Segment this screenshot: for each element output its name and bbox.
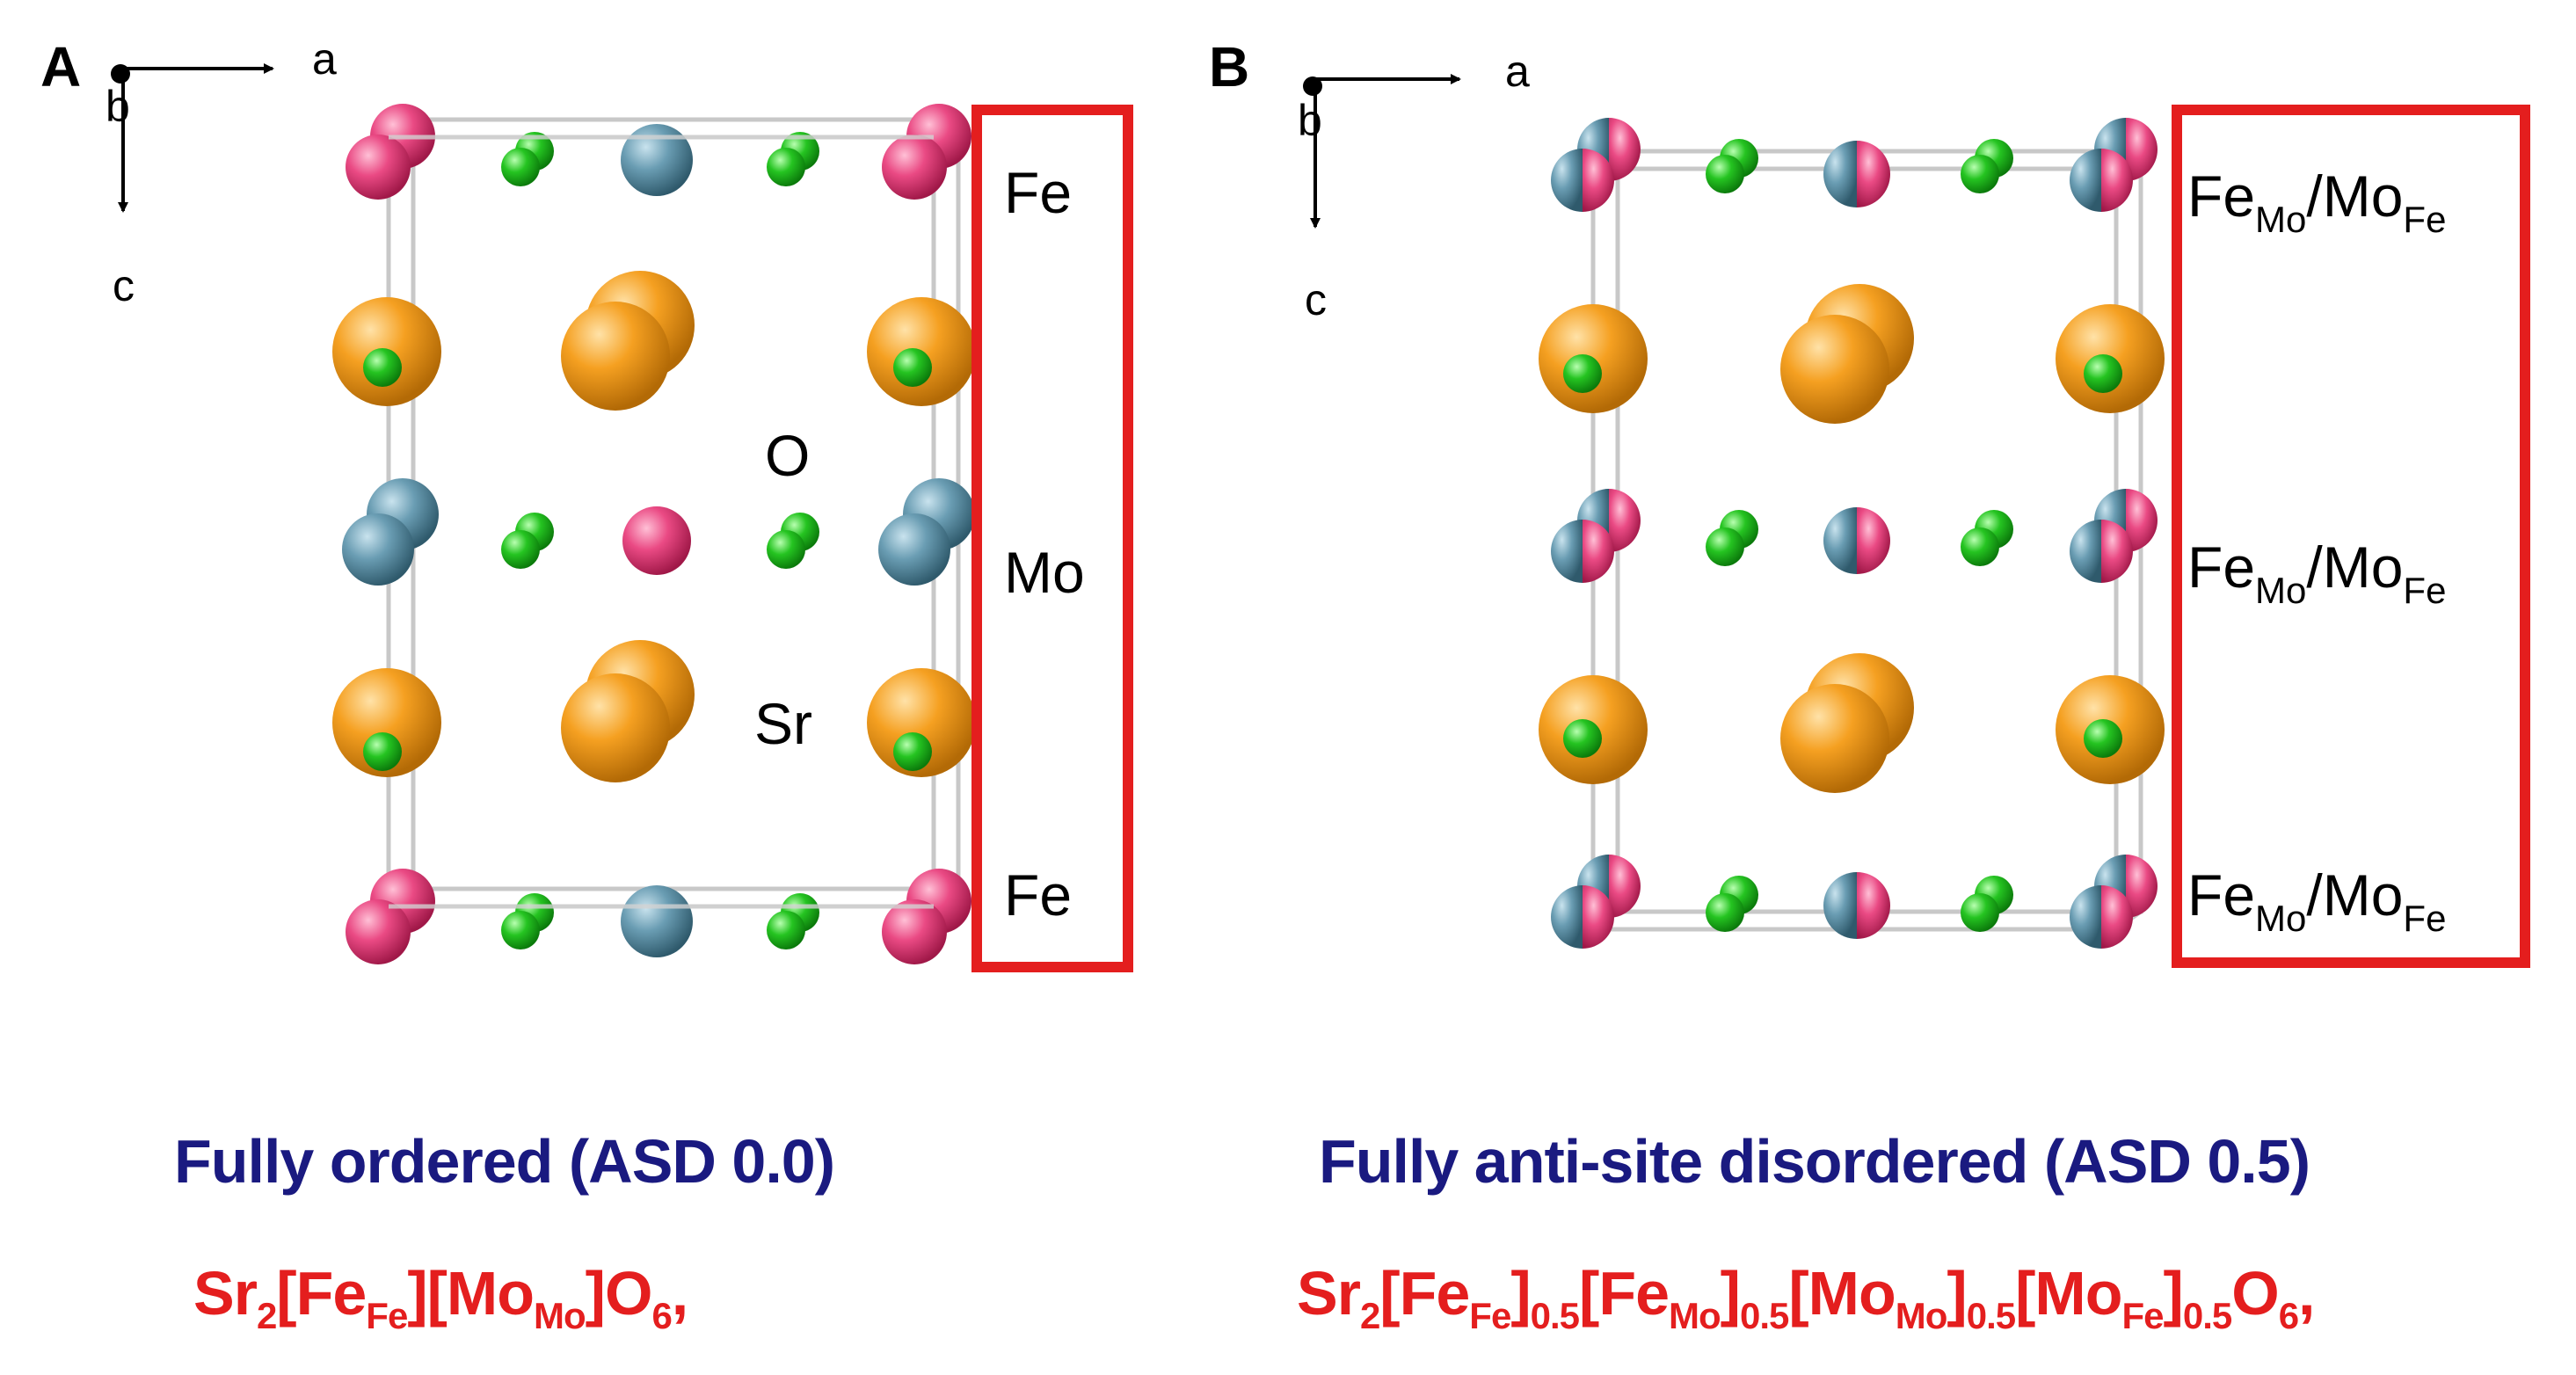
panel-b-mixed-fe-mo-sites (1551, 118, 2158, 949)
panel-a-title: Fully ordered (ASD 0.0) (174, 1127, 835, 1196)
panel-b-letter: B (1209, 35, 1250, 98)
panel-a-formula: Sr2[FeFe][MoMo]O6, (193, 1259, 688, 1336)
panel-a-site-highlight-box (971, 105, 1133, 972)
panel-b-axis-c-label: c (1305, 275, 1327, 324)
panel-b-axis-b-label: b (1298, 96, 1322, 145)
panel-b-site-label-top: FeMo/MoFe (2187, 164, 2447, 240)
panel-a-strontium-atoms (332, 271, 976, 782)
panel-a-axis-c-label: c (113, 261, 135, 310)
panel-a-axes (111, 63, 274, 213)
panel-a-iron-atoms (346, 104, 971, 964)
panel-b-site-label-middle: FeMo/MoFe (2187, 535, 2447, 611)
panel-a-site-label-middle: Mo (1004, 540, 1085, 605)
panel-a-oxygen-label: O (765, 423, 811, 488)
panel-b-site-label-bottom: FeMo/MoFe (2187, 862, 2447, 939)
panel-b-oxygen-atoms (1563, 139, 2122, 932)
panel-a-letter: A (40, 35, 82, 98)
panel-a-strontium-label: Sr (754, 691, 812, 756)
panel-a-site-label-bottom: Fe (1004, 862, 1073, 928)
panel-b-axes (1303, 74, 1461, 229)
panel-a (111, 63, 1133, 972)
panel-b-formula: Sr2[FeFe]0.5[FeMo]0.5[MoMo]0.5[MoFe]0.5O… (1297, 1259, 2316, 1336)
panel-a-site-label-top: Fe (1004, 160, 1073, 225)
panel-a-oxygen-atoms (363, 132, 932, 949)
panel-b-axis-a-label: a (1505, 47, 1530, 96)
panel-b-site-highlight-box (2172, 105, 2530, 968)
panel-b (1303, 74, 2530, 968)
panel-b-strontium-atoms (1539, 284, 2165, 793)
panel-a-molybdenum-atoms (342, 124, 975, 957)
panel-a-axis-b-label: b (106, 82, 130, 131)
panel-a-axis-a-label: a (312, 34, 337, 84)
panel-b-title: Fully anti-site disordered (ASD 0.5) (1319, 1127, 2310, 1196)
